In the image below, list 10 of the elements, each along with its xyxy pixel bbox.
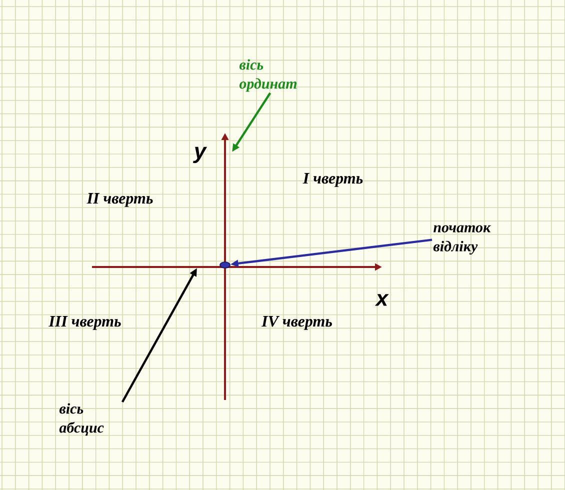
origin-dot <box>220 262 230 268</box>
quadrant-label: I чверть <box>302 173 363 187</box>
quadrant-label: III чверть <box>48 316 121 330</box>
axis-label: x <box>374 294 389 306</box>
quadrant-label: IV чверть <box>261 316 332 330</box>
leader-text: вісь абсцис <box>59 403 104 436</box>
leader-text: вісь ординат <box>239 59 297 92</box>
axis-label: y <box>192 146 208 164</box>
leader-text: початок відліку <box>433 225 491 254</box>
quadrant-label: II чверть <box>86 193 153 207</box>
